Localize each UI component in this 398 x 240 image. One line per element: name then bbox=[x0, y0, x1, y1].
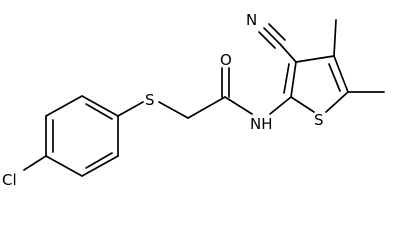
bond-th-c2-c3 bbox=[290, 61, 297, 98]
bond-ring1-b bbox=[45, 95, 83, 117]
bond-th-c4-c5-double bbox=[328, 63, 341, 92]
bond-th-s-c2 bbox=[290, 96, 315, 113]
bond-ring1-e bbox=[81, 155, 119, 177]
bond-th-c3-c4 bbox=[295, 55, 335, 63]
chemical-structure: Cl S O NH S N bbox=[2, 11, 385, 189]
bond-c-cl bbox=[23, 155, 47, 171]
bond-th-c5-s bbox=[325, 91, 349, 113]
atom-label-amide-nh: NH bbox=[250, 115, 273, 133]
atom-label-sulfur-thiophene: S bbox=[314, 111, 324, 129]
bond-nh-thiophene bbox=[269, 96, 292, 115]
bond-th-c4-c5 bbox=[333, 55, 349, 93]
bond-ring1-c bbox=[81, 95, 119, 117]
atom-label-sulfur-thioether: S bbox=[145, 91, 155, 109]
atom-label-oxygen: O bbox=[220, 51, 232, 69]
bond-cn-triple-2 bbox=[268, 23, 286, 41]
atom-label-nitrile-n: N bbox=[246, 11, 257, 29]
bond-ring1-f bbox=[45, 155, 83, 177]
bond-ring-s bbox=[117, 101, 144, 117]
bond-ch2-co bbox=[187, 96, 226, 119]
bond-s-ch2 bbox=[158, 101, 189, 119]
bond-c4-methyl bbox=[333, 19, 337, 57]
bond-th-c2-c3-double bbox=[283, 63, 290, 94]
bond-ring1-double-2 bbox=[85, 103, 113, 120]
atom-label-chlorine: Cl bbox=[2, 171, 17, 189]
atom-labels: Cl S O NH S N bbox=[2, 11, 324, 189]
bond-c3-cn bbox=[279, 43, 297, 63]
bonds bbox=[23, 19, 385, 177]
bond-cn-triple-3 bbox=[258, 31, 276, 49]
bond-co-nh bbox=[224, 96, 253, 115]
bond-cn-triple-1 bbox=[263, 27, 281, 45]
bond-ring1-double-3 bbox=[85, 152, 113, 169]
